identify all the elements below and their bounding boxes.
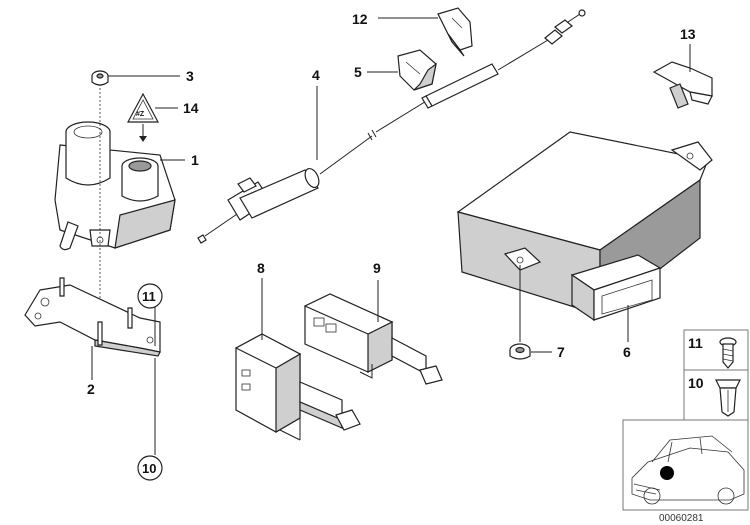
document-number: 00060281	[659, 513, 704, 524]
callout-10-circled: 10	[142, 461, 156, 476]
callout-7: 7	[557, 344, 565, 360]
callout-4: 4	[312, 67, 320, 83]
callout-3: 3	[186, 68, 194, 84]
svg-text:#Z: #Z	[136, 111, 145, 118]
actuator-part-1	[54, 121, 176, 251]
callout-circle-10	[137, 455, 163, 481]
callout-11-circled: 11	[142, 289, 156, 304]
bracket-part-2	[24, 277, 161, 357]
leader-lines	[91, 17, 691, 455]
cable-part-4	[197, 9, 586, 244]
vehicle-location-thumbnail	[622, 419, 749, 511]
switch-part-8	[234, 333, 361, 441]
screw-icon	[719, 337, 737, 369]
clip-part-13	[652, 61, 713, 109]
callout-9: 9	[373, 260, 381, 276]
callout-12: 12	[352, 11, 368, 27]
location-marker	[660, 466, 674, 480]
callout-2: 2	[87, 381, 95, 397]
callout-5: 5	[354, 64, 362, 80]
callout-14: 14	[183, 100, 199, 116]
callout-13: 13	[680, 26, 696, 42]
clip-nut-icon	[715, 379, 741, 417]
clip-part-5	[397, 49, 437, 91]
callout-10-panel: 10	[688, 375, 704, 391]
clip-part-12	[437, 7, 473, 57]
control-unit-part-6	[456, 131, 713, 322]
callout-8: 8	[257, 260, 265, 276]
callout-1: 1	[191, 152, 199, 168]
small-parts-panel	[683, 329, 749, 421]
switch-part-9	[303, 293, 443, 385]
callout-11-panel: 11	[688, 335, 703, 351]
nut-part-3	[91, 70, 109, 86]
callout-6: 6	[623, 344, 631, 360]
nut-part-7	[509, 265, 531, 360]
warning-label-part-14: #Z	[126, 92, 160, 142]
callout-circle-11	[137, 283, 163, 309]
